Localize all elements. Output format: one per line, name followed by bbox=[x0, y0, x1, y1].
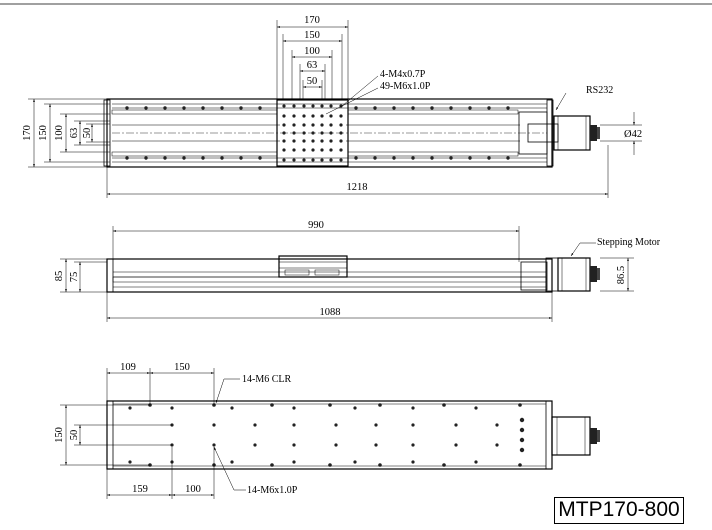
side-carriage bbox=[278, 255, 348, 278]
dim-h85: 85 bbox=[54, 271, 65, 282]
carriage-holes bbox=[282, 104, 343, 162]
dim-50: 50 bbox=[307, 76, 318, 87]
bottom-view: 109 150 14-M6 CLR 159 100 14-M6x1.0P 150… bbox=[54, 362, 600, 499]
bottom-stepping-motor bbox=[551, 416, 591, 456]
dim-h50: 50 bbox=[82, 128, 93, 139]
callout-clr: 14-M6 CLR bbox=[242, 374, 292, 385]
top-motor-mount bbox=[518, 111, 548, 155]
callout-m6: 49-M6x1.0P bbox=[380, 81, 431, 92]
dim-b100: 100 bbox=[185, 484, 201, 495]
dim-100: 100 bbox=[304, 46, 320, 57]
dim-1088: 1088 bbox=[320, 307, 341, 318]
top-body-outline bbox=[106, 98, 553, 168]
bottom-motor-knob bbox=[590, 428, 597, 444]
top-stepping-motor bbox=[553, 115, 591, 151]
dim-150: 150 bbox=[304, 30, 320, 41]
side-view: 990 1088 85 75 86.5 Stepping Motor bbox=[54, 220, 661, 322]
model-title: MTP170-800 bbox=[554, 497, 684, 524]
dim-h150: 150 bbox=[38, 125, 49, 141]
dim-h100: 100 bbox=[54, 125, 65, 141]
dim-b150: 150 bbox=[174, 362, 190, 373]
carriage-plate bbox=[276, 99, 349, 167]
dim-h63: 63 bbox=[69, 128, 80, 139]
callout-stepping-motor: Stepping Motor bbox=[597, 237, 661, 248]
dim-h75: 75 bbox=[69, 272, 80, 283]
dim-63: 63 bbox=[307, 60, 318, 71]
dim-phi42: Ø42 bbox=[624, 129, 642, 140]
dim-109: 109 bbox=[120, 362, 136, 373]
dim-990: 990 bbox=[308, 220, 324, 231]
callout-tap: 14-M6x1.0P bbox=[247, 485, 298, 496]
top-view: 170 150 100 63 50 170 bbox=[22, 15, 642, 198]
top-width-dims: 170 150 100 63 50 bbox=[276, 15, 349, 99]
dim-170: 170 bbox=[304, 15, 320, 26]
top-motor-knob bbox=[590, 125, 597, 141]
dim-h86.5: 86.5 bbox=[616, 266, 627, 284]
dim-159: 159 bbox=[132, 484, 148, 495]
callout-rs232: RS232 bbox=[586, 85, 613, 96]
top-length-dim: 1218 bbox=[106, 145, 609, 198]
dim-1218: 1218 bbox=[347, 182, 368, 193]
dim-h170: 170 bbox=[22, 125, 33, 141]
dim-bh50: 50 bbox=[69, 430, 80, 441]
callout-m4: 4-M4x0.7P bbox=[380, 69, 426, 80]
top-height-dims: 170 150 100 63 50 bbox=[22, 98, 110, 168]
rail-screws bbox=[125, 106, 510, 160]
dim-bh150: 150 bbox=[54, 427, 65, 443]
side-motor-knob bbox=[590, 266, 597, 282]
side-stepping-motor bbox=[557, 257, 591, 292]
bottom-body-outline bbox=[106, 400, 553, 470]
top-left-endcap bbox=[103, 99, 111, 167]
bottom-holes bbox=[128, 403, 525, 467]
